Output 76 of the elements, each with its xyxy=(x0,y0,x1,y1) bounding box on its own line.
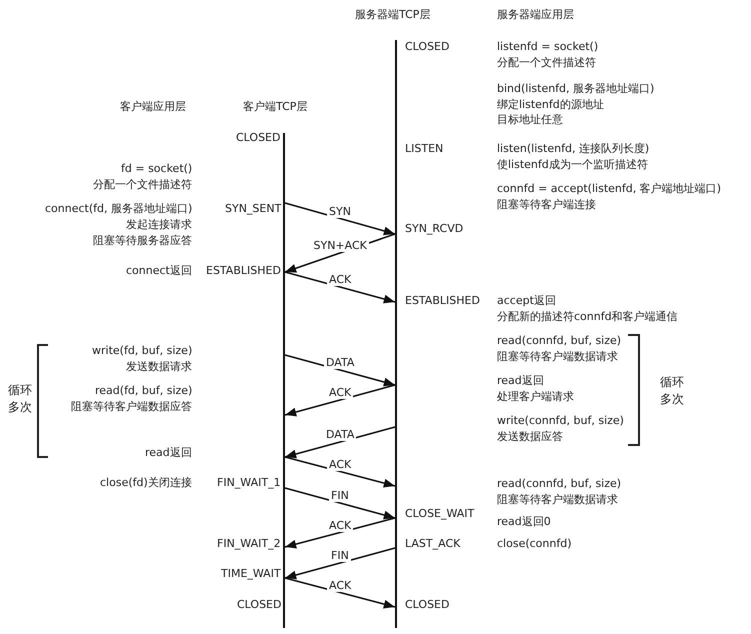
code-label: connect(fd, 服务器地址端口) xyxy=(45,202,192,216)
code-label: listen(listenfd, 连接队列长度) xyxy=(497,142,650,156)
edge-label: ACK xyxy=(327,386,354,399)
state-label: LISTEN xyxy=(405,142,444,156)
note: 阻塞等待服务器应答 xyxy=(93,234,192,248)
code-label: listenfd = socket() xyxy=(497,40,598,54)
edge-label: ACK xyxy=(327,518,354,532)
state-label: CLOSED xyxy=(405,40,450,54)
code-label: read(connfd, buf, size) xyxy=(497,334,622,348)
state-label: CLOSED xyxy=(405,598,450,612)
edge-label: DATA xyxy=(324,428,356,441)
edge-label: ACK xyxy=(327,273,354,286)
edge-label: SYN xyxy=(327,204,353,218)
note: 阻塞等待客户端数据请求 xyxy=(497,493,618,507)
state-label: FIN_WAIT_1 xyxy=(217,476,281,490)
code-label: read(fd, buf, size) xyxy=(95,384,192,398)
loop-label: 循环多次 xyxy=(8,382,32,416)
lifeline xyxy=(283,133,285,628)
edge-label: FIN xyxy=(329,549,351,562)
note: 发送数据请求 xyxy=(126,360,192,374)
code-label: read返回 xyxy=(497,374,544,388)
edge-label: ACK xyxy=(327,578,354,592)
message-arrow xyxy=(284,202,396,236)
state-label: LAST_ACK xyxy=(405,537,460,551)
note: 分配一个文件描述符 xyxy=(93,178,192,192)
code-label: bind(listenfd, 服务器地址端口) xyxy=(497,82,654,96)
note: 发起连接请求 xyxy=(126,218,192,232)
code-label: connect返回 xyxy=(126,264,192,278)
code-label: close(connfd) xyxy=(497,537,572,551)
lifeline-header: 服务器端TCP层 xyxy=(355,8,430,22)
message-arrow xyxy=(284,577,396,608)
code-label: write(fd, buf, size) xyxy=(92,344,192,358)
state-label: SYN_SENT xyxy=(225,202,282,216)
note: 目标地址任意 xyxy=(497,113,563,127)
note: 绑定listenfd的源地址 xyxy=(497,98,604,112)
message-arrow xyxy=(284,426,396,458)
edge-label: FIN xyxy=(329,489,351,502)
message-arrow xyxy=(284,456,396,488)
edge-label: SYN+ACK xyxy=(312,239,369,252)
message-arrow xyxy=(284,271,396,304)
note: 处理客户端请求 xyxy=(497,390,574,404)
message-arrow xyxy=(284,547,396,580)
lifeline-header: 客户端应用层 xyxy=(120,100,186,114)
lifeline-header: 服务器端应用层 xyxy=(497,8,574,22)
state-label: CLOSED xyxy=(236,131,280,145)
state-label: SYN_RCVD xyxy=(405,222,464,236)
note: 分配一个文件描述符 xyxy=(497,56,596,70)
state-label: ESTABLISHED xyxy=(206,264,281,278)
note: 阻塞等待客户端数据应答 xyxy=(71,400,192,414)
note: 阻塞等待客户端连接 xyxy=(497,198,596,212)
state-label: ESTABLISHED xyxy=(405,294,480,308)
state-label: CLOSE_WAIT xyxy=(405,507,474,521)
code-label: read返回 xyxy=(145,446,192,460)
note: 发送数据应答 xyxy=(497,430,563,444)
message-arrow xyxy=(284,384,396,416)
loop-label: 循环多次 xyxy=(660,374,684,408)
code-label: read(connfd, buf, size) xyxy=(497,477,622,491)
code-label: read返回0 xyxy=(497,515,551,529)
message-arrow xyxy=(284,487,396,520)
code-label: accept返回 xyxy=(497,294,556,308)
code-label: connfd = accept(listenfd, 客户端地址端口) xyxy=(497,182,722,196)
state-label: TIME_WAIT xyxy=(221,567,281,581)
note: 分配新的描述符connfd和客户端通信 xyxy=(497,310,678,324)
note: 使listenfd成为一个监听描述符 xyxy=(497,158,648,172)
code-label: fd = socket() xyxy=(121,162,192,176)
state-label: CLOSED xyxy=(237,598,282,612)
code-label: write(connfd, buf, size) xyxy=(497,414,624,428)
edge-label: DATA xyxy=(324,356,356,369)
lifeline xyxy=(395,40,397,628)
note: 阻塞等待客户端数据请求 xyxy=(497,350,618,364)
lifeline-header: 客户端TCP层 xyxy=(243,100,308,114)
state-label: FIN_WAIT_2 xyxy=(217,537,281,551)
edge-label: ACK xyxy=(327,458,354,470)
message-arrow xyxy=(284,354,396,386)
code-label: close(fd)关闭连接 xyxy=(100,476,192,490)
message-arrow xyxy=(284,517,396,548)
